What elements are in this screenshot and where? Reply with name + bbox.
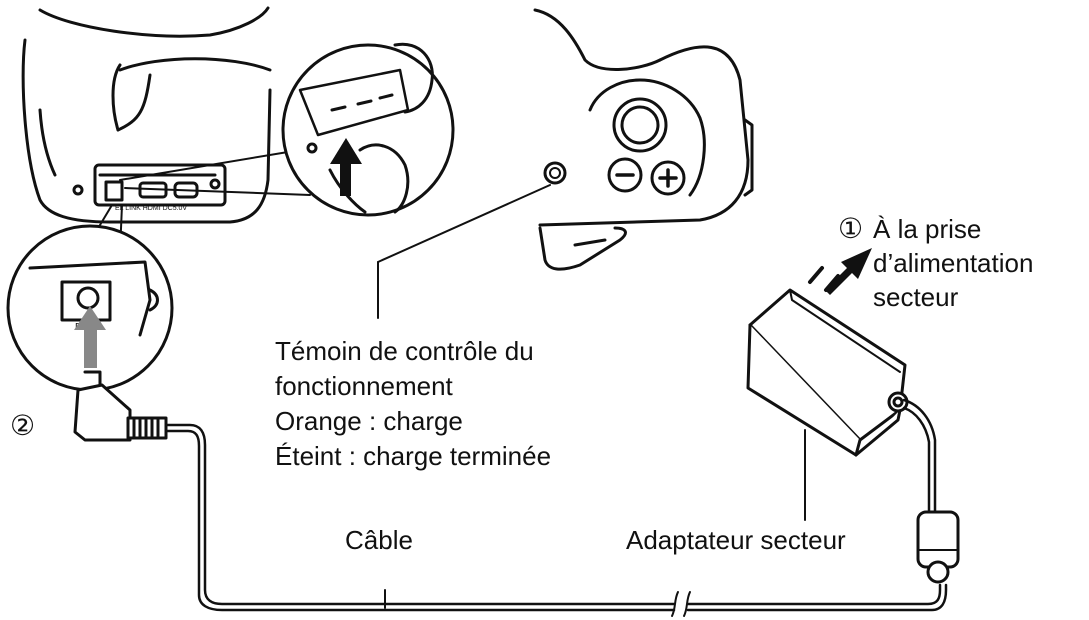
plug-in-arrow [825,248,872,295]
cable-label: Câble [345,525,413,555]
camera-body-rear [21,6,272,224]
ac-adapter [746,266,909,457]
open-cover-arrow [330,138,362,196]
camera-body-top [533,8,754,271]
step-1-line-1: À la prise [873,214,982,244]
port-marking-text: EL LINK HDMI DC5.0V [115,205,187,212]
step-1-line-3: secteur [873,282,959,312]
indicator-label-line-3: Orange : charge [275,406,463,436]
indicator-label-line-1: Témoin de contrôle du [275,336,534,366]
operation-lamp [543,161,567,185]
adapter-label: Adaptateur secteur [626,525,846,555]
step-1-line-2: d’alimentation [873,248,1034,278]
adapter-cable [902,398,937,514]
ferrite-core [916,510,960,584]
step-2-marker: ② [10,409,36,442]
insert-plug-arrow [74,306,106,368]
indicator-leader-line [377,184,551,263]
indicator-label-line-2: fonctionnement [275,371,453,401]
dc-plug [73,370,168,442]
power-cable [164,423,948,617]
indicator-label-line-4: Éteint : charge terminée [275,441,552,471]
step-1-marker: ① [838,212,864,245]
port-cover-zoom-callout [119,42,455,217]
